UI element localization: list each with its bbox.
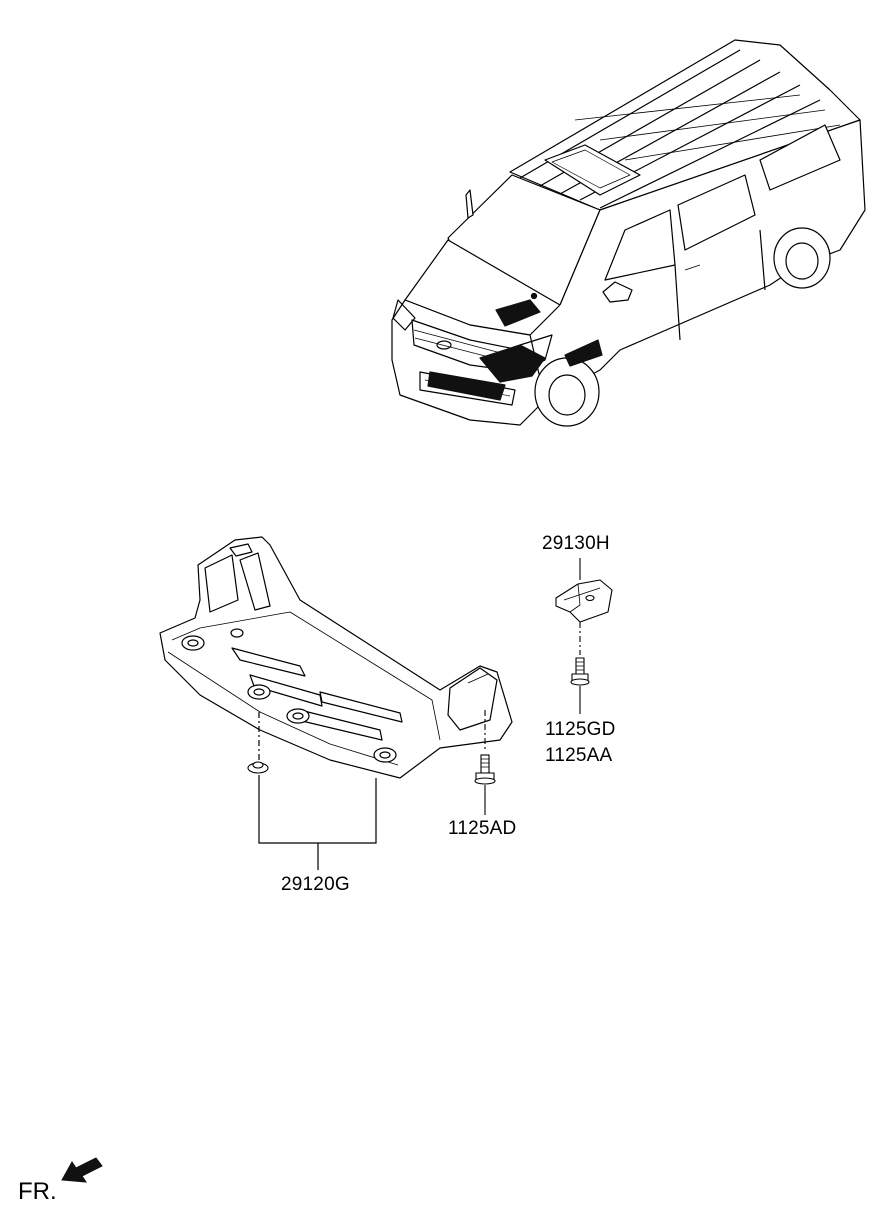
bracket-illustration	[555, 558, 613, 714]
bolt-left-illustration	[474, 710, 496, 815]
under-cover-leader-lines	[258, 712, 377, 870]
under-cover-part-number: 29120G	[281, 874, 350, 895]
clip-fastener	[247, 761, 269, 774]
front-direction-label: FR.	[18, 1178, 57, 1205]
under-cover-panel	[159, 536, 513, 779]
bolt-right-part-number-2: 1125AA	[545, 745, 613, 766]
bracket-part-number: 29130H	[542, 533, 610, 554]
bolt-left-part-number: 1125AD	[448, 818, 517, 839]
van-illustration	[391, 39, 866, 427]
bolt-right-part-number-1: 1125GD	[545, 719, 616, 740]
front-direction-arrow-icon	[61, 1157, 103, 1183]
